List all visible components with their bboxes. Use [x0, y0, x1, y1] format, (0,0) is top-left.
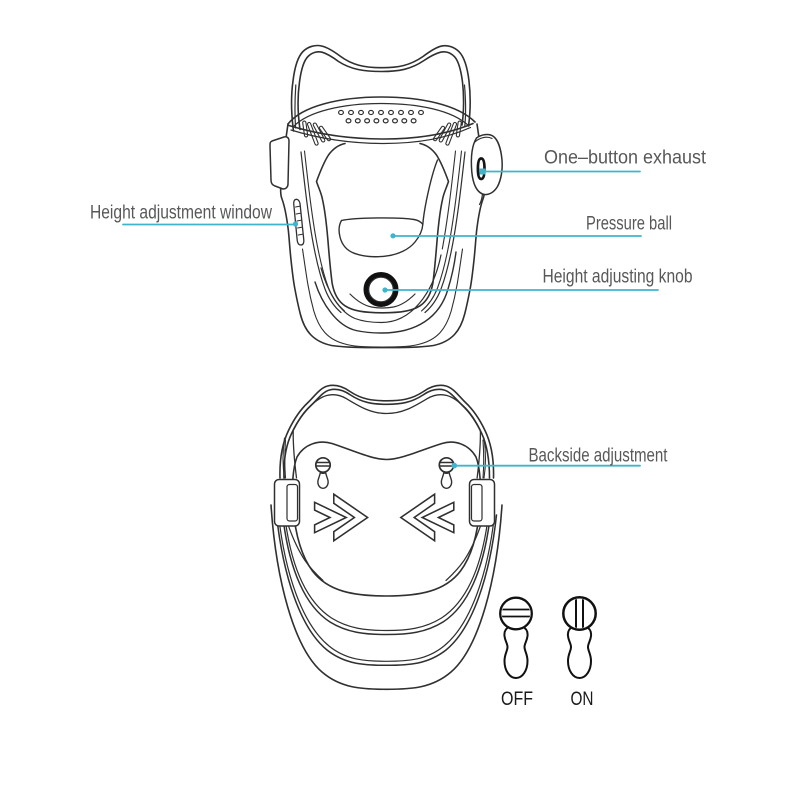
svg-text:Pressure ball: Pressure ball	[586, 214, 672, 235]
svg-text:ON: ON	[571, 688, 594, 710]
svg-text:Backside adjustment: Backside adjustment	[529, 446, 669, 467]
svg-text:Height adjusting knob: Height adjusting knob	[543, 267, 693, 288]
svg-text:OFF: OFF	[501, 688, 533, 710]
svg-text:One–button exhaust: One–button exhaust	[544, 148, 707, 169]
svg-text:Height adjustment window: Height adjustment window	[90, 203, 272, 224]
